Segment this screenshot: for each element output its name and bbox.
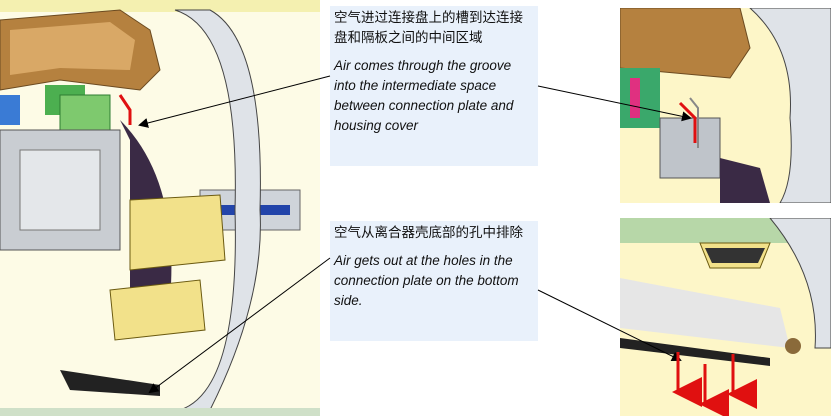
clutch-cross-section-image: [0, 0, 320, 416]
callout-air-inlet: 空气进过连接盘上的槽到达连接盘和隔板之间的中间区域 Air comes thro…: [330, 6, 538, 166]
callout-air-inlet-english: Air comes through the groove into the in…: [334, 58, 514, 133]
callout-air-outlet-chinese: 空气从离合器壳底部的孔中排除: [334, 225, 523, 240]
outlet-detail-image: [620, 218, 831, 416]
inlet-detail-image: [620, 8, 831, 203]
callout-air-outlet: 空气从离合器壳底部的孔中排除 Air gets out at the holes…: [330, 221, 538, 341]
callout-air-outlet-english: Air gets out at the holes in the connect…: [334, 253, 519, 308]
callout-air-inlet-chinese: 空气进过连接盘上的槽到达连接盘和隔板之间的中间区域: [334, 10, 523, 45]
